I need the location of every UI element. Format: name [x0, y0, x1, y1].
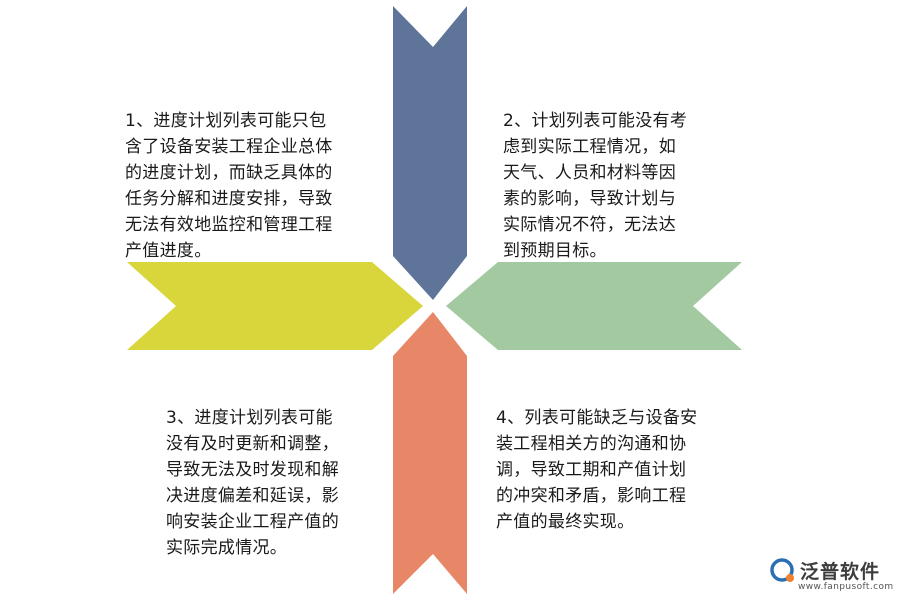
- brand-name: 泛普软件: [800, 561, 881, 583]
- note-line: 虑到实际工程情况，如: [503, 137, 676, 157]
- note-line: 导致无法及时发现和解: [166, 460, 339, 480]
- note-1: 1、进度计划列表可能只包含了设备安装工程企业总体的进度计划，而缺乏具体的任务分解…: [125, 108, 397, 264]
- note-line: 决进度偏差和延误，影: [166, 486, 339, 506]
- arrow-right: [446, 262, 742, 350]
- note-line: 装工程相关方的沟通和协: [496, 434, 687, 454]
- note-line: 的进度计划，而缺乏具体的: [125, 163, 333, 183]
- note-line: 没有及时更新和调整，: [166, 434, 339, 454]
- note-3: 3、进度计划列表可能没有及时更新和调整， 导致无法及时发现和解决进度偏差和延误，影…: [166, 405, 381, 561]
- arrow-top: [393, 6, 467, 300]
- note-line: 含了设备安装工程企业总体: [125, 137, 333, 157]
- note-2: 2、计划列表可能没有考虑到实际工程情况，如天气、人员和材料等因素的影响，导致计划…: [503, 108, 733, 264]
- note-line: 响安装企业工程产值的: [166, 512, 339, 532]
- note-line: 任务分解和进度安排，导致: [125, 189, 333, 209]
- note-line: 到预期目标。: [503, 241, 607, 261]
- note-line: 的冲突和矛盾，影响工程: [496, 486, 687, 506]
- note-line: 天气、人员和材料等因: [503, 163, 676, 183]
- note-line: 3、进度计划列表可能: [166, 408, 333, 428]
- note-line: 无法有效地监控和管理工程: [125, 215, 333, 235]
- note-line: 产值进度。: [125, 241, 212, 261]
- note-line: 素的影响，导致计划与: [503, 189, 676, 209]
- brand-url: www.fanpusoft.com: [798, 582, 894, 592]
- note-line: 产值的最终实现。: [496, 512, 635, 532]
- note-line: 实际完成情况。: [166, 538, 288, 558]
- arrow-left: [127, 262, 423, 350]
- fanpu-logo-icon: [770, 558, 794, 582]
- note-line: 2、计划列表可能没有考: [503, 111, 688, 131]
- arrow-bottom: [393, 312, 467, 594]
- brand-logo: 泛普软件 www.fanpusoft.com: [768, 554, 894, 596]
- note-line: 4、列表可能缺乏与设备安: [496, 408, 698, 428]
- note-line: 1、进度计划列表可能只包: [125, 111, 327, 131]
- note-4: 4、列表可能缺乏与设备安装工程相关方的沟通和协调，导致工期和产值计划的冲突和矛盾…: [496, 405, 744, 535]
- note-line: 实际情况不符，无法达: [503, 215, 676, 235]
- note-line: 调，导致工期和产值计划: [496, 460, 687, 480]
